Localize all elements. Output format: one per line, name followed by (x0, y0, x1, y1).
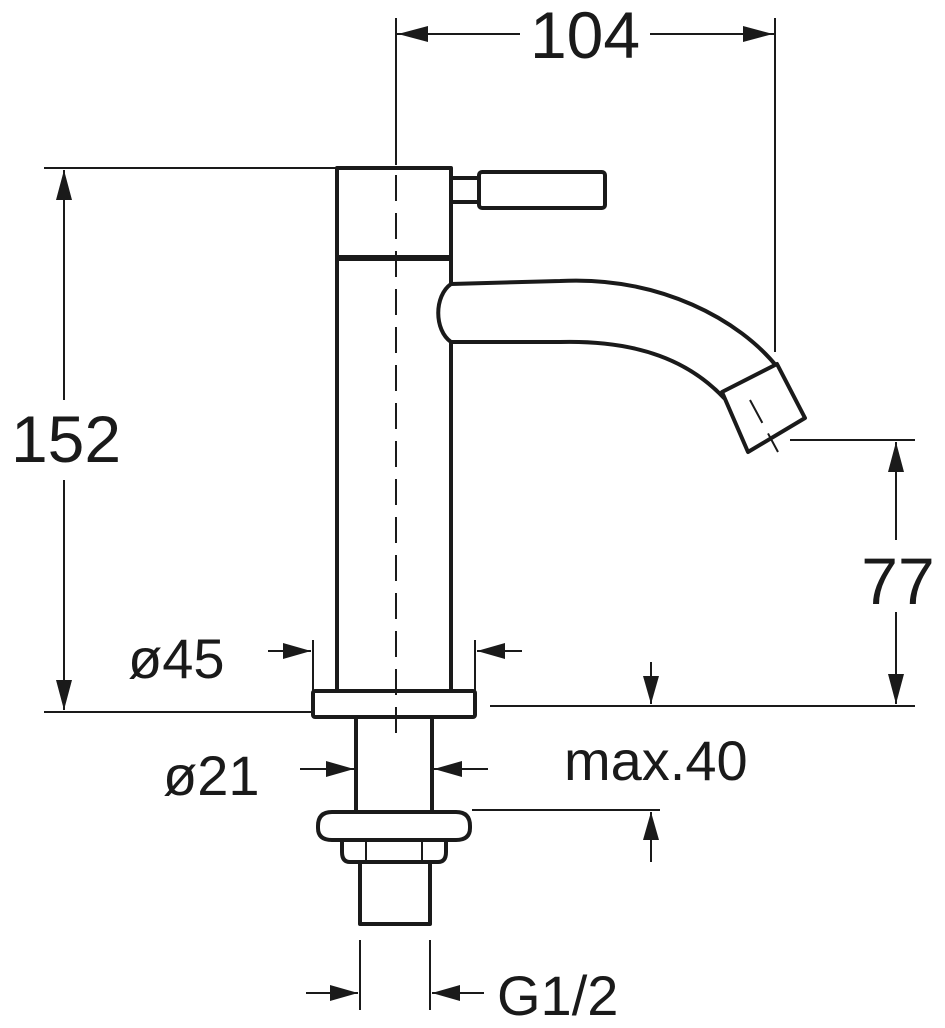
faucet-body (311, 166, 807, 719)
shank-thread (358, 860, 432, 926)
spout (436, 278, 780, 400)
label-max-thickness: max.40 (564, 729, 748, 792)
label-shank-diameter: ø21 (163, 744, 260, 807)
dimension-thread: G1/2 (306, 964, 618, 1027)
label-spout-reach: 104 (530, 0, 640, 72)
aerator (720, 362, 807, 454)
label-total-height: 152 (11, 402, 121, 476)
label-thread: G1/2 (497, 964, 618, 1027)
dimension-max-thickness: max.40 (564, 662, 748, 862)
washer (316, 810, 472, 842)
nut (340, 838, 448, 864)
lever-stem (449, 176, 481, 204)
dimension-base-diameter: ø45 (128, 627, 522, 690)
faucet-column (335, 166, 453, 693)
spout-axis (749, 399, 779, 453)
label-base-diameter: ø45 (128, 627, 225, 690)
label-spout-height: 77 (861, 544, 934, 618)
extension-lines (44, 18, 915, 1010)
mounting-shank (316, 715, 472, 926)
dimension-spout-reach: 104 (396, 0, 775, 72)
lever-handle (477, 170, 607, 210)
base-plate (311, 689, 477, 719)
dimension-spout-height: 77 (861, 442, 935, 704)
dimension-shank-diameter: ø21 (163, 744, 488, 807)
dimension-total-height: 152 (11, 170, 121, 710)
shank-upper (354, 715, 434, 819)
